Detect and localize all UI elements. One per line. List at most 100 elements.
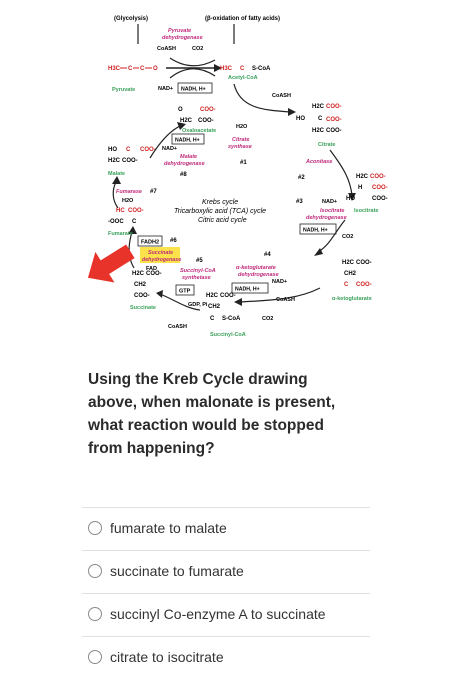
radio-icon[interactable] — [88, 521, 102, 535]
malate-coo1: COO- — [140, 147, 156, 153]
succinylcoa-scoa: S-CoA — [222, 316, 241, 322]
acetyl-h3c: H3C — [220, 66, 233, 72]
succinyl-coa-synthetase-label-2: synthetase — [182, 275, 211, 281]
isocitrate-h2c: H2C — [356, 174, 369, 180]
radio-icon[interactable] — [88, 650, 102, 664]
step5-label: #5 — [196, 258, 203, 264]
succinyl-coa-synthetase-label-1: Succinyl-CoA — [180, 268, 216, 274]
oxaloacetate-o: O — [178, 107, 183, 113]
krebs-cycle-diagram: (Glycolysis) (β-oxidation of fatty acids… — [87, 16, 388, 338]
radio-icon[interactable] — [88, 607, 102, 621]
step8-label: #8 — [180, 172, 187, 178]
h2o-label-citrate: H2O — [236, 124, 248, 130]
option-divider — [82, 593, 370, 594]
option-label: succinyl Co-enzyme A to succinate — [110, 606, 326, 622]
beta-oxidation-label: (β-oxidation of fatty acids) — [205, 16, 280, 22]
fumarate-ooc: -OOC — [108, 219, 124, 225]
citrate-h2c2: H2C — [312, 128, 325, 134]
akg-dh-label-2: dehydrogenase — [238, 272, 279, 278]
pyruvate-label: Pyruvate — [112, 87, 135, 93]
succinate-ch2: CH2 — [134, 282, 147, 288]
citrate-synthase-label-1: Citrate — [232, 137, 249, 143]
coash-label-top: CoASH — [157, 46, 176, 52]
cycle-title-2: Tricarboxylic acid (TCA) cycle — [174, 208, 266, 215]
malate-dh-label-1: Malate — [180, 154, 197, 160]
option-divider — [82, 636, 370, 637]
option-succinyl-coa-to-succinate[interactable]: succinyl Co-enzyme A to succinate — [88, 600, 326, 628]
succinylcoa-c: C — [210, 316, 215, 322]
malate-dh-label-2: dehydrogenase — [164, 161, 205, 167]
nad-label-malate: NAD+ — [162, 146, 177, 152]
succinate-dh-label-2: dehydrogenase — [142, 257, 181, 263]
oxaloacetate-h2c: H2C — [180, 118, 193, 124]
isocitrate-dh-label-1: Isocitrate — [320, 208, 344, 214]
nadh-label-akg: NADH, H+ — [235, 287, 260, 293]
radio-icon[interactable] — [88, 564, 102, 578]
gtp-label: GTP — [179, 289, 191, 295]
step3-label: #3 — [296, 199, 303, 205]
malate-label: Malate — [108, 171, 125, 177]
isocitrate-coo2: COO- — [372, 185, 388, 191]
cycle-title-3: Citric acid cycle — [198, 217, 247, 224]
option-fumarate-to-malate[interactable]: fumarate to malate — [88, 514, 227, 542]
isocitrate-dh-label-2: dehydrogenase — [306, 215, 347, 221]
step4-label: #4 — [264, 252, 271, 258]
nad-label-akg: NAD+ — [272, 279, 287, 285]
coash-label-right: CoASH — [272, 93, 291, 99]
citrate-ho: HO — [296, 116, 305, 122]
citrate-c: C — [318, 116, 323, 122]
succinyl-coa-label: Succinyl-CoA — [210, 332, 246, 338]
citrate-coo3: COO- — [326, 128, 342, 134]
succinate-dh-label-1: Succinate — [148, 250, 173, 256]
option-divider — [82, 550, 370, 551]
oxaloacetate-label: Oxaloacetate — [182, 128, 216, 134]
akg-label: α-ketoglutarate — [332, 296, 372, 302]
acetyl-c: C — [240, 66, 245, 72]
nadh-label-malate: NADH, H+ — [175, 138, 200, 144]
option-label: succinate to fumarate — [110, 563, 244, 579]
co2-label-akg: CO2 — [262, 316, 273, 322]
fumarate-coo: COO- — [128, 208, 144, 214]
citrate-synthase-label-2: synthase — [228, 144, 252, 150]
malate-ho: HO — [108, 147, 117, 153]
step2-label: #2 — [298, 175, 305, 181]
nadh-label-isocitrate: NADH, H+ — [303, 228, 328, 234]
citrate-label: Citrate — [318, 142, 335, 148]
succinate-label: Succinate — [130, 305, 156, 311]
question-text: Using the Kreb Cycle drawing above, when… — [88, 371, 336, 457]
succinate-h2c: H2C — [132, 271, 145, 277]
step6-label: #6 — [170, 238, 177, 244]
nad-label-isocitrate: NAD+ — [322, 199, 337, 205]
co2-label-isocitrate: CO2 — [342, 234, 353, 240]
co2-label-top: CO2 — [192, 46, 203, 52]
pyruvate-structure-o: O — [153, 66, 158, 72]
pyruvate-structure-c2: C — [140, 66, 145, 72]
nadh-label-top: NADH, H+ — [181, 87, 206, 93]
fumarase-label: Fumarase — [116, 189, 142, 195]
acetyl-scoa: S-CoA — [252, 66, 271, 72]
succinylcoa-coo: COO- — [220, 293, 236, 299]
isocitrate-h: H — [358, 185, 362, 191]
pyruvate-dh-label-2: dehydrogenase — [162, 35, 203, 41]
succinylcoa-h2c: H2C — [206, 293, 219, 299]
oxaloacetate-coo1: COO- — [200, 107, 216, 113]
gdp-label: GDP, Pi — [188, 302, 208, 308]
nad-label-top: NAD+ — [158, 86, 173, 92]
citrate-coo1: COO- — [326, 104, 342, 110]
pyruvate-dh-label-1: Pyruvate — [168, 28, 191, 34]
option-succinate-to-fumarate[interactable]: succinate to fumarate — [88, 557, 244, 585]
akg-dh-label-1: α-ketoglutarate — [236, 265, 276, 271]
fad-label: FAD — [146, 266, 157, 272]
pyruvate-structure-h3c: H3C — [108, 66, 121, 72]
option-citrate-to-isocitrate[interactable]: citrate to isocitrate — [88, 643, 224, 671]
succinylcoa-ch2: CH2 — [208, 304, 221, 310]
isocitrate-coo1: COO- — [370, 174, 386, 180]
succinate-coo2: COO- — [134, 293, 150, 299]
isocitrate-ho: HO — [346, 196, 355, 202]
step7-label: #7 — [150, 189, 157, 195]
malate-coo2: COO- — [122, 158, 138, 164]
coash-label-succinate: CoASH — [168, 324, 187, 330]
akg-coo1: COO- — [356, 260, 372, 266]
succinate-coo1: COO- — [146, 271, 162, 277]
fadh2-label: FADH2 — [141, 240, 159, 246]
